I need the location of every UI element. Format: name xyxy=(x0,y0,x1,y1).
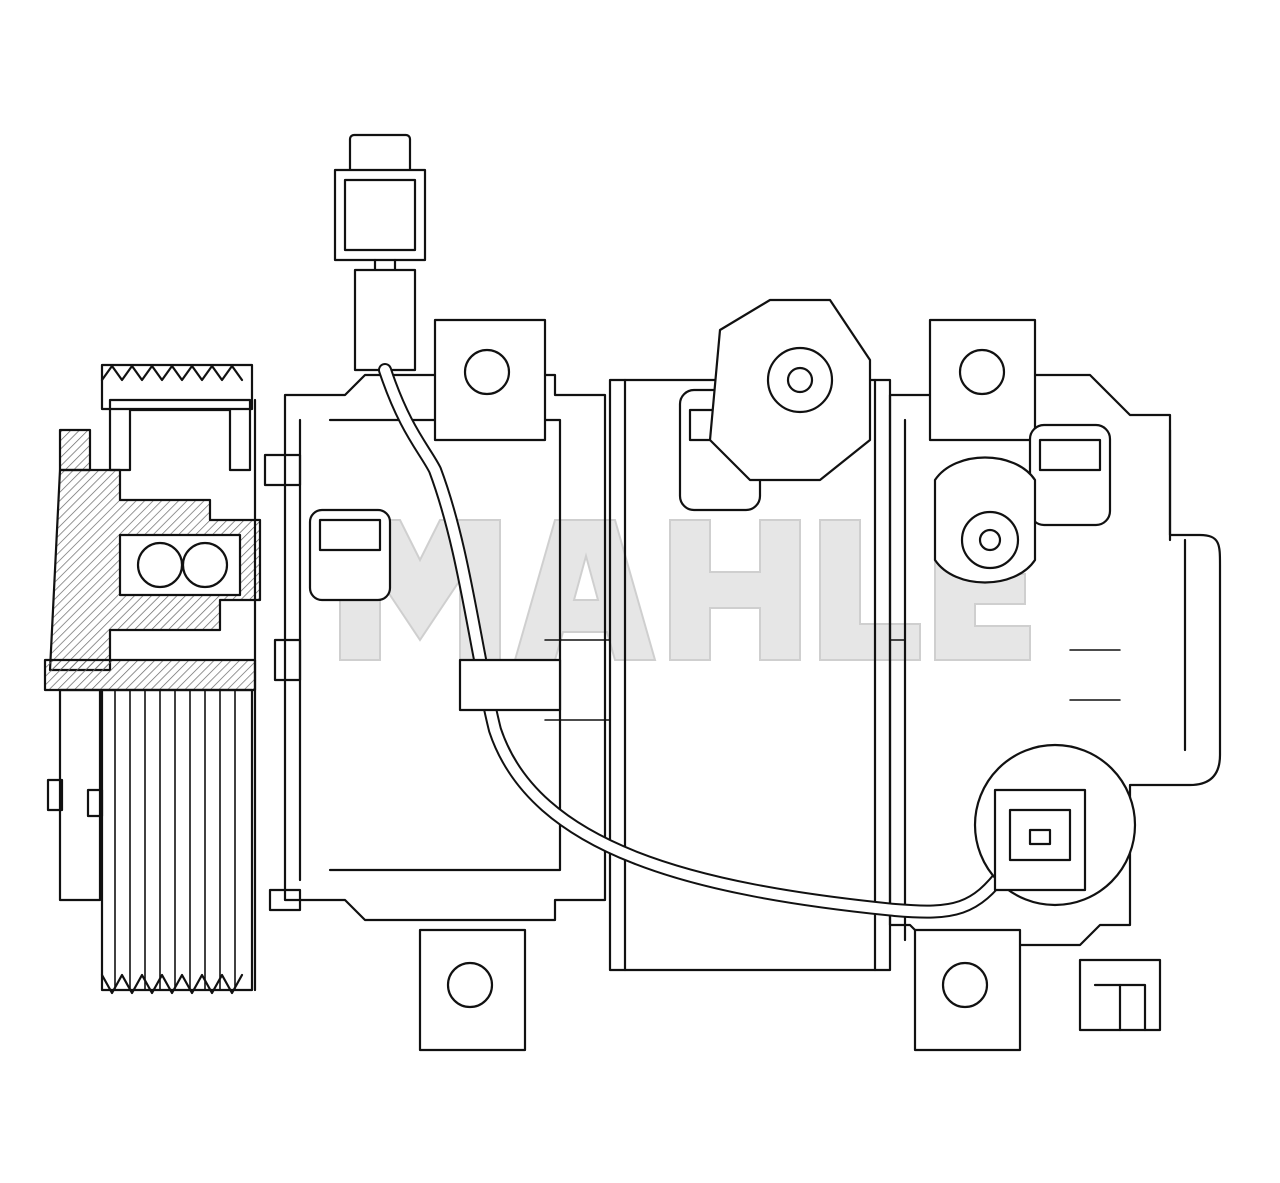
pulley-icon xyxy=(43,363,262,995)
service-port xyxy=(708,298,1037,584)
mahle-watermark xyxy=(339,519,1031,661)
harness-clip xyxy=(458,658,562,712)
electrical-connector-icon xyxy=(333,133,427,372)
front-housing xyxy=(263,373,607,922)
control-valve-connector-icon xyxy=(973,743,1137,907)
rear-fitting xyxy=(1078,958,1162,1032)
rear-housing xyxy=(888,373,1222,947)
